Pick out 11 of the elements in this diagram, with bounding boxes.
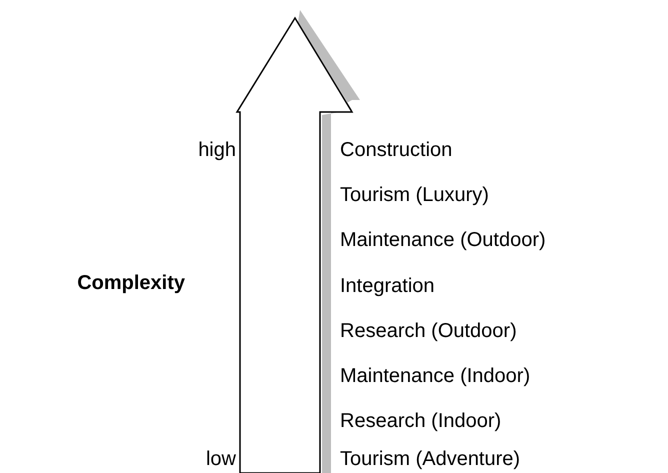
list-item-text: Construction [340, 138, 452, 162]
list-item-text: Maintenance (Indoor) [340, 364, 530, 388]
list-item-text: Tourism (Luxury) [340, 183, 489, 207]
axis-title: Complexity [77, 271, 185, 295]
list-item-text: Maintenance (Outdoor) [340, 228, 546, 252]
axis-level-label: high [198, 138, 236, 162]
list-item-text: Research (Outdoor) [340, 319, 517, 343]
list-item-text: Tourism (Adventure) [340, 447, 520, 471]
axis-level-label: low [206, 447, 236, 471]
list-item-text: Research (Indoor) [340, 409, 502, 433]
list-item-text: Integration [340, 274, 435, 298]
